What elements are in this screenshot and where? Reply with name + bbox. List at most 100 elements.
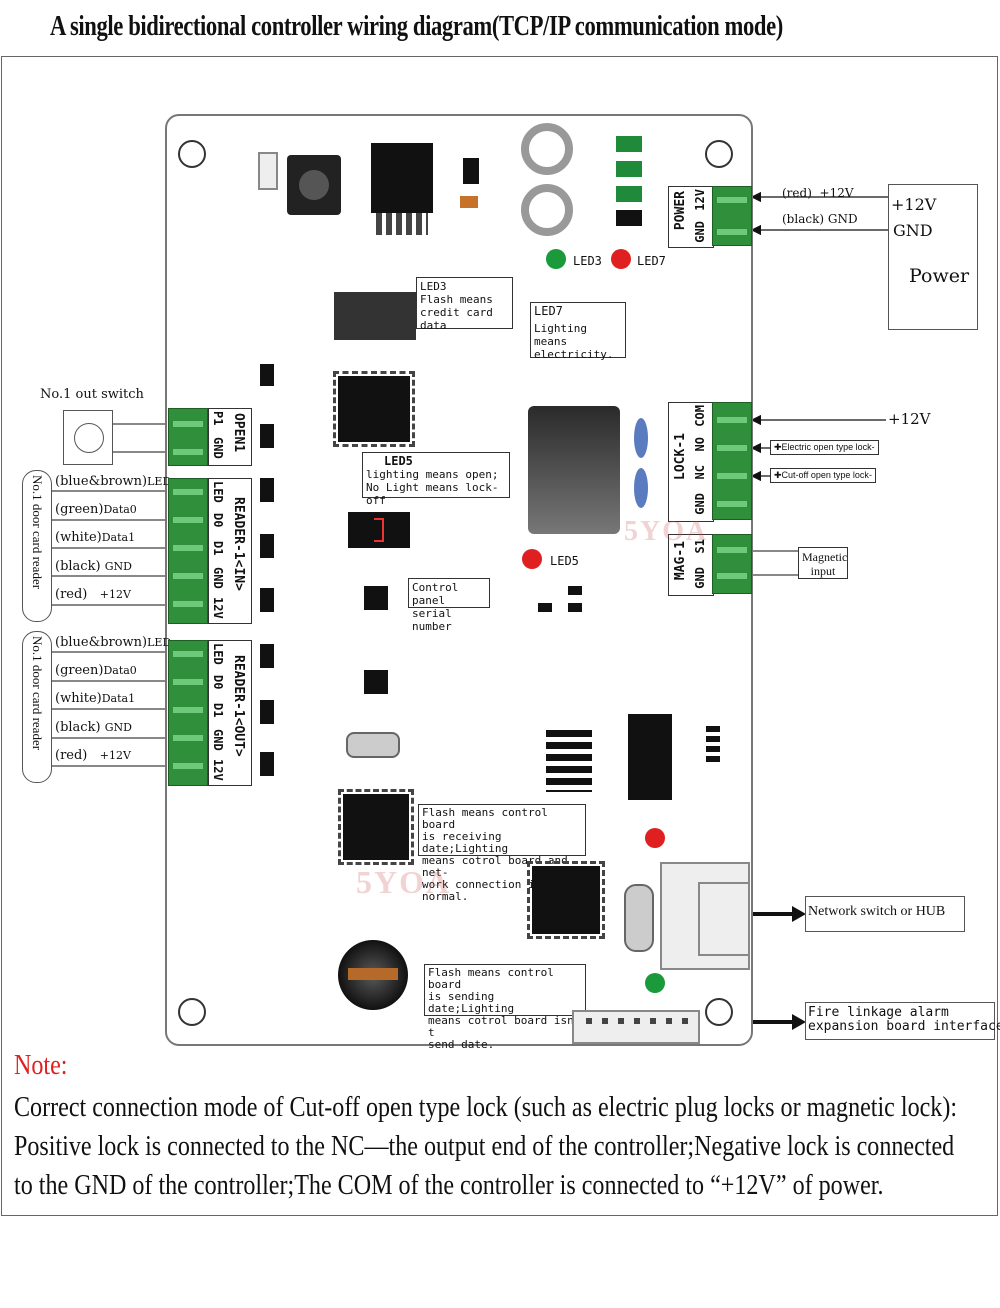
note-line-3: to the GND of the controller;The COM of … (14, 1170, 884, 1201)
power-wire-black-color: (black) (782, 212, 825, 226)
led7-callout-line2: Lighting means (534, 322, 587, 348)
reader-in-wire-1-signal: LED (147, 475, 172, 488)
reader-in-pin-12v: 12V (211, 597, 225, 619)
reader-out-wire-3-signal: Data1 (101, 692, 136, 705)
reader-in-pin-d1: D1 (211, 541, 225, 556)
led5-callout-line1: lighting means open; (366, 468, 499, 481)
open-pin-p1: P1 (211, 411, 225, 426)
reader-out-wire-2: (green)Data0 (55, 663, 137, 678)
reader-out-wire-4-signal: GND (104, 721, 132, 734)
reader-out-wire-5-color: (red) (55, 748, 88, 763)
pad-5 (260, 588, 274, 612)
power-wire-black-label: (black) GND (782, 212, 858, 226)
crystal-oscillator (346, 732, 400, 758)
pad-8 (260, 752, 274, 776)
pad-6 (260, 644, 274, 668)
open-terminal-label-box: P1 GND OPEN1 (208, 408, 252, 466)
inductor-1 (521, 123, 573, 175)
phy-chip (527, 861, 605, 939)
fire-expansion-connector (572, 1010, 700, 1044)
mag-pin-gnd: GND (693, 567, 707, 589)
pad-1 (260, 364, 274, 386)
serial-number-display (348, 512, 410, 548)
reader-in-wire-2: (green)Data0 (55, 502, 137, 517)
pad-4 (260, 534, 274, 558)
mag-callout-line2: input (810, 564, 836, 578)
tx-callout-line4: send date. (428, 1038, 495, 1051)
orange-component (460, 196, 478, 208)
network-switch-label: Network switch or HUB (808, 904, 946, 919)
pad-7 (260, 700, 274, 724)
rx-callout: Flash means control board is receiving d… (418, 804, 586, 903)
reader-in-pin-d0: D0 (211, 513, 225, 528)
power-supply-box: +12V GND Power (888, 184, 978, 330)
lock-relay (528, 406, 620, 534)
power-wire-red-label: (red) +12V (782, 186, 854, 200)
power-pin-gnd: GND (693, 221, 707, 243)
mount-hole-bl (178, 998, 206, 1026)
rx-callout-line3: means cotrol board and net- (422, 854, 568, 879)
reader-out-pin-12v: 12V (211, 759, 225, 781)
led3-indicator (546, 249, 566, 269)
inductor-2 (521, 184, 573, 236)
jumper-component (258, 152, 278, 190)
battery-holder (338, 940, 408, 1010)
led5-callout-line2: No Light means lock-off (366, 481, 499, 507)
reader-in-wire-1-color: (blue&brown) (55, 474, 148, 489)
pad-2 (260, 424, 274, 448)
crystal-2 (624, 884, 654, 952)
relay-small (334, 292, 416, 340)
led3-callout: LED3 Flash means credit card data (416, 277, 513, 332)
reader-in-wire-3-signal: Data1 (101, 531, 136, 544)
reader-out-wire-3-color: (white) (55, 691, 102, 706)
led7-label: LED7 (637, 254, 666, 268)
watermark-1: 5YOA (356, 864, 452, 900)
led7-callout: LED7 Lighting means electricity. (530, 302, 626, 361)
reader-in-wire-2-color: (green) (55, 502, 104, 517)
reader-out-wire-5-signal: +12V (99, 749, 131, 762)
power-wire-black-value: GND (827, 212, 858, 226)
led5-callout: LED5 lighting means open; No Light means… (362, 452, 510, 507)
reader-in-wire-2-signal: Data0 (103, 503, 137, 516)
rx-callout-line1: Flash means control board (422, 806, 548, 831)
network-rx-led (645, 828, 665, 848)
reader-in-wire-3: (white)Data1 (55, 530, 135, 545)
reader-out-wire-4-color: (black) (55, 720, 101, 735)
reader-in-wire-4: (black) GND (55, 559, 132, 574)
reader-out-wire-3: (white)Data1 (55, 691, 135, 706)
rx-callout-line4: work connection is normal. (422, 878, 542, 903)
reader-out-wire-2-signal: Data0 (103, 664, 137, 677)
diagram-frame (1, 56, 998, 1216)
tx-callout-line1: Flash means control board (428, 966, 554, 991)
led5-indicator (522, 549, 542, 569)
regulator-chip (371, 143, 433, 213)
tx-callout: Flash means control board is sending dat… (424, 964, 586, 1051)
open-pin-gnd: GND (211, 437, 225, 459)
reader-in-wire-5-color: (red) (55, 587, 88, 602)
reader-in-pin-gnd: GND (211, 567, 225, 589)
reset-button (287, 155, 341, 215)
mag-terminal-block (712, 534, 752, 594)
lock-no-callout: ✚Electric open type lock- (770, 440, 879, 455)
mount-hole-br (705, 998, 733, 1026)
reader-out-wire-5: (red) +12V (55, 748, 131, 763)
smd-pad-a (538, 603, 552, 612)
reader-out-terminal-block (168, 640, 208, 786)
lock-pin-gnd: GND (693, 493, 707, 515)
lock-com-label: +12V (888, 410, 931, 428)
lock-no-note: Electric open type lock (781, 442, 872, 452)
smd-green-2 (616, 161, 642, 177)
note-line-1: Correct connection mode of Cut-off open … (14, 1092, 958, 1123)
reader-out-pin-gnd: GND (211, 729, 225, 751)
smd-pad-c (568, 586, 582, 595)
led3-label: LED3 (573, 254, 602, 268)
network-arrow-head (792, 906, 806, 922)
led5-callout-title: LED5 (384, 454, 413, 468)
out-switch (63, 410, 113, 465)
power-wire-red-color: (red) (782, 186, 812, 200)
ethernet-ic (628, 714, 672, 800)
lock-terminal-label-box: LOCK-1 COM NO NC GND (668, 402, 714, 522)
diagram-title: A single bidirectional controller wiring… (50, 10, 783, 42)
reader-out-label-box: LED D0 D1 GND 12V READER-1<OUT> (208, 640, 252, 786)
reader-out-terminal-label: READER-1<OUT> (231, 655, 246, 757)
